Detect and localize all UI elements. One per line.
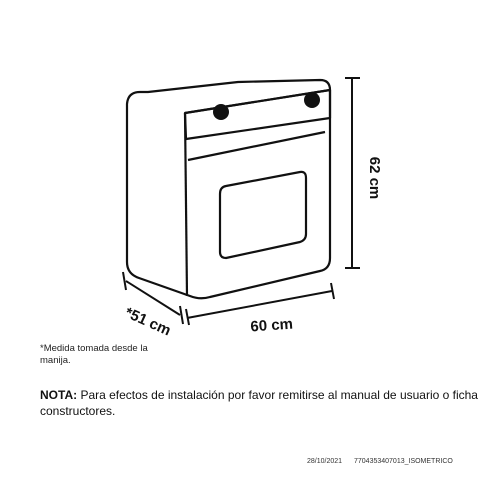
height-dimension [345,77,360,269]
height-label: 62 cm [366,157,383,200]
installation-note-text: Para efectos de instalación por favor re… [40,388,478,418]
knob-left-icon [213,104,229,120]
width-dimension [185,282,335,326]
knob-right-icon [304,92,320,108]
footer-code: 7704353407013_ISOMETRICO [354,458,453,465]
depth-dimension [122,271,184,325]
width-dimension-line [186,290,333,319]
width-dimension-cap-left [185,308,190,326]
width-label: 60 cm [250,316,294,336]
depth-footnote: *Medida tomada desde la manija. [40,343,148,366]
oven-outline [125,78,332,300]
depth-dimension-cap-front [179,305,184,325]
oven-body [125,78,332,300]
installation-note: NOTA: Para efectos de instalación por fa… [40,387,480,419]
depth-dimension-cap-back [122,271,127,291]
depth-label: *51 cm [122,304,173,339]
footer-date: 28/10/2021 [307,458,343,465]
oven-window [218,170,308,260]
door-top-edge [187,130,326,162]
depth-dimension-line [125,280,181,316]
width-dimension-cap-right [330,282,335,300]
control-panel-top-edge [184,88,331,115]
side-front-edge [183,112,189,297]
installation-note-label: NOTA: [40,388,78,402]
